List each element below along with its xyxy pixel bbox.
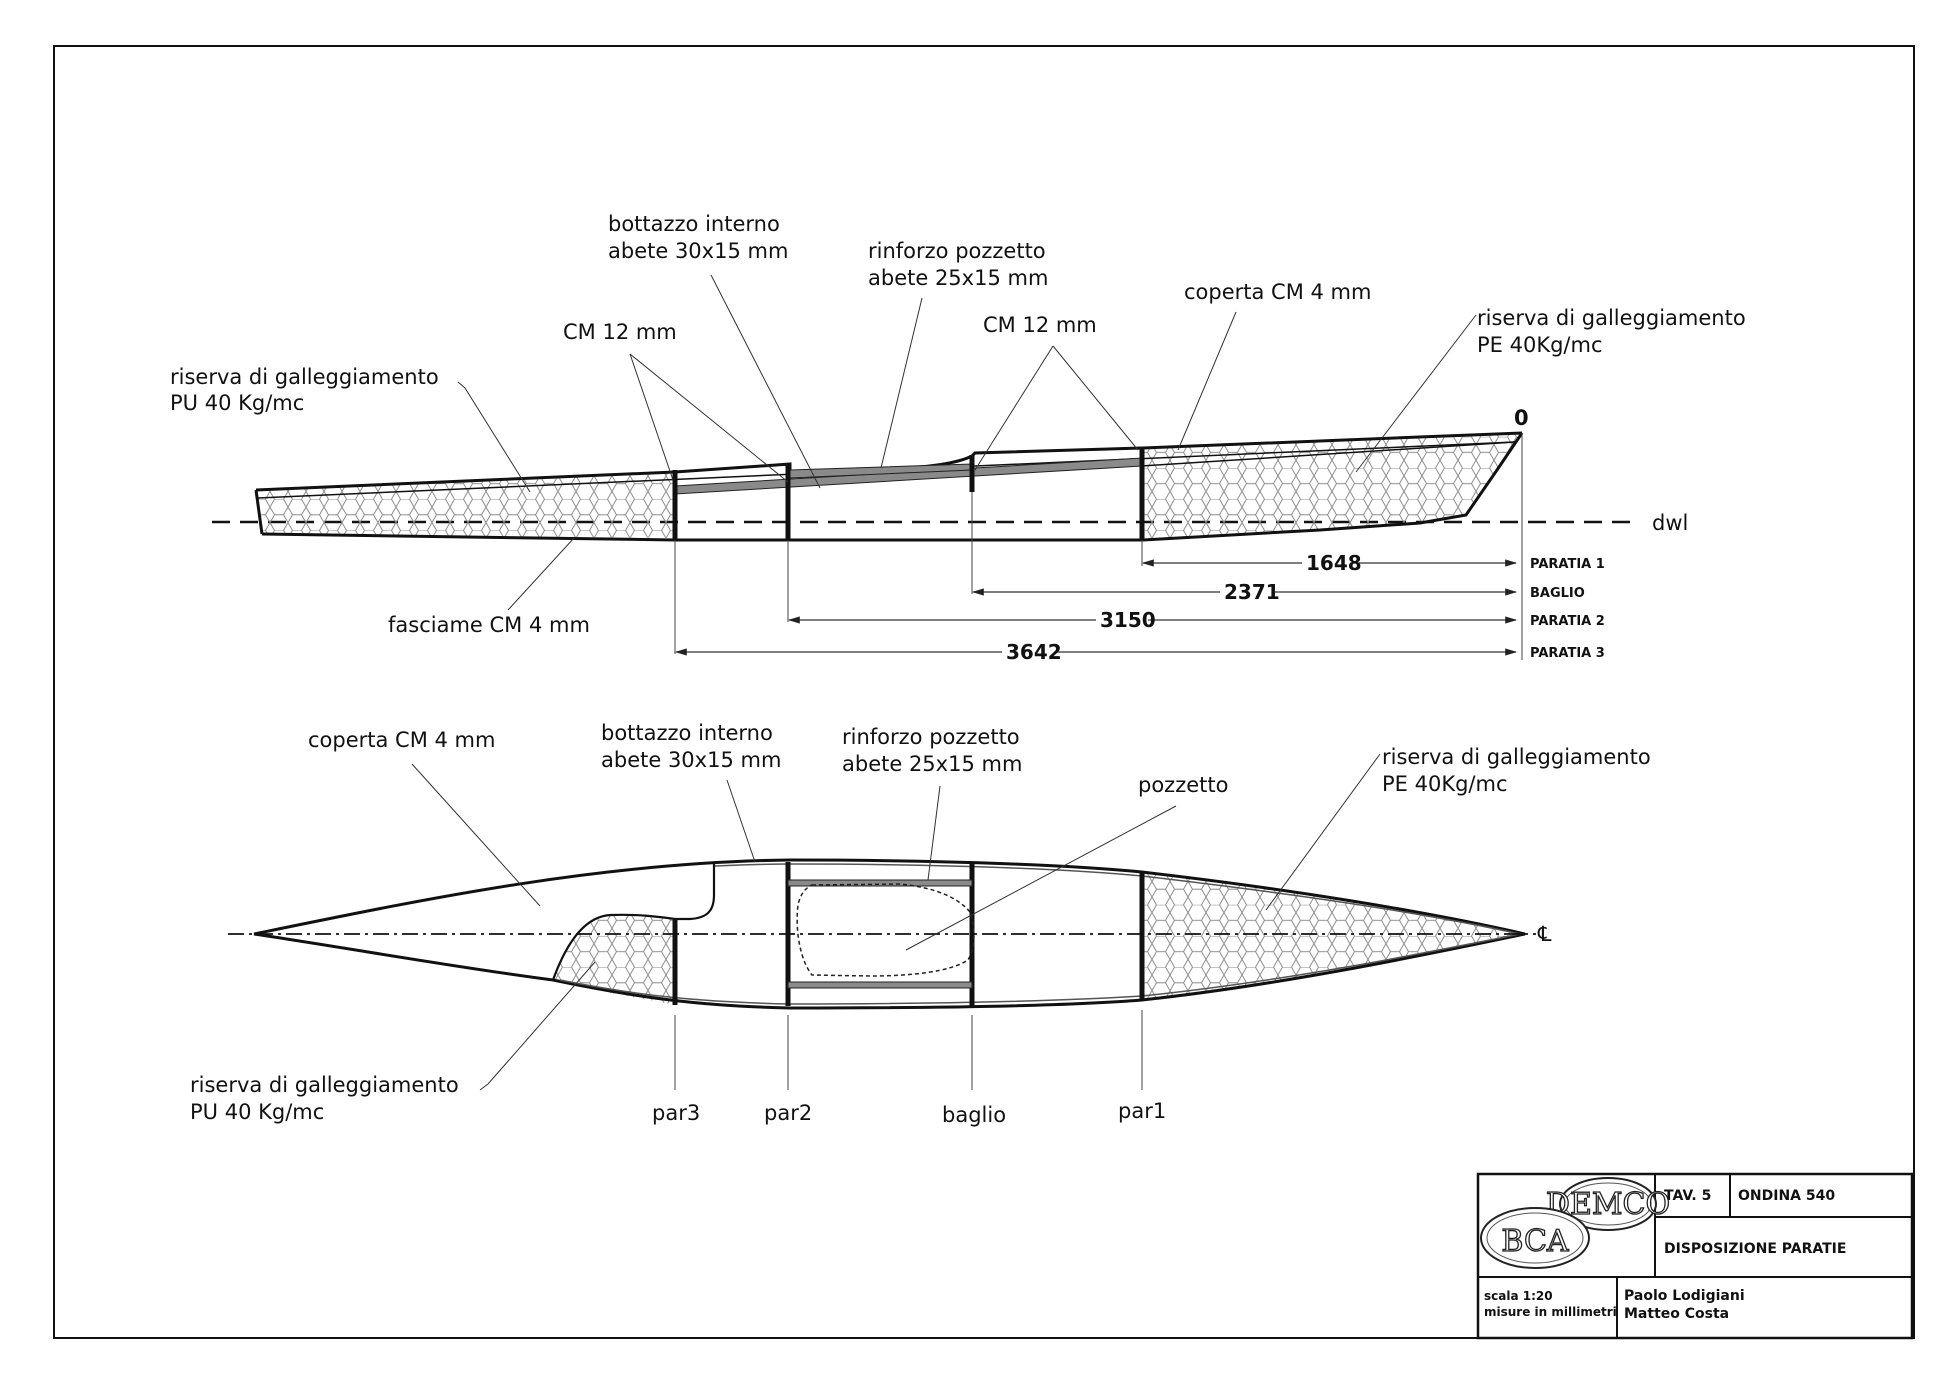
plan-hull-inner-lower xyxy=(559,933,1521,1005)
units-text: misure in millimetri xyxy=(1484,1305,1617,1319)
plan-pozzetto-label: pozzetto xyxy=(1138,773,1228,797)
station-par1: par1 xyxy=(1118,1099,1166,1123)
sheet-number: TAV. 5 xyxy=(1664,1188,1711,1204)
station-label-paratia-2: PARATIA 2 xyxy=(1530,614,1605,629)
profile-bottazzo-label-1: bottazzo interno xyxy=(608,212,780,236)
plan-aft-foam-block xyxy=(553,915,675,1005)
dimension-value-1648: 1648 xyxy=(1306,551,1362,575)
origin-label: 0 xyxy=(1514,406,1529,430)
dimension-value-2371: 2371 xyxy=(1224,580,1280,604)
forward-foam-block xyxy=(1142,433,1522,540)
plan-fwd-foam-label-2: PE 40Kg/mc xyxy=(1382,772,1508,796)
plan-forward-foam-block xyxy=(1142,872,1520,1000)
dimension-value-3642: 3642 xyxy=(1006,640,1062,664)
plan-aft-foam-label-2: PU 40 Kg/mc xyxy=(190,1100,324,1124)
plan-bottazzo-label-1: bottazzo interno xyxy=(601,721,773,745)
profile-aft-foam-label-2: PU 40 Kg/mc xyxy=(170,391,304,415)
profile-view: dwl 1648 2 xyxy=(170,212,1746,664)
cockpit-outline xyxy=(796,883,975,977)
profile-fwd-foam-label-1: riserva di galleggiamento xyxy=(1477,306,1746,330)
plan-aft-foam-label-1: riserva di galleggiamento xyxy=(190,1073,459,1097)
svg-text:DEMCO: DEMCO xyxy=(1546,1187,1670,1222)
profile-cm12-left-label: CM 12 mm xyxy=(563,320,677,344)
leader-fwd-foam xyxy=(1355,314,1477,473)
leader-aft-foam xyxy=(457,381,531,493)
plan-fwd-foam-label-1: riserva di galleggiamento xyxy=(1382,745,1651,769)
centerline-symbol: ℄ xyxy=(1537,922,1552,946)
plan-hull-upper xyxy=(253,858,1526,936)
profile-fwd-foam-label-2: PE 40Kg/mc xyxy=(1477,333,1603,357)
leader-rinforzo xyxy=(880,297,923,469)
profile-fasciame-label: fasciame CM 4 mm xyxy=(388,613,590,637)
leader-plan-fwd-foam xyxy=(1265,753,1381,911)
cockpit-coaming-cut xyxy=(551,864,716,981)
leader-coperta xyxy=(1177,311,1237,451)
plan-coperta-label: coperta CM 4 mm xyxy=(308,728,495,752)
leader-plan-aft-foam xyxy=(479,961,596,1091)
station-label-paratia-3: PARATIA 3 xyxy=(1530,646,1605,661)
plan-rinforzo-upper xyxy=(787,879,973,887)
leader-plan-pozzetto xyxy=(905,805,1177,951)
demco-logo: DEMCO xyxy=(1545,1177,1671,1231)
author-1: Paolo Lodigiani xyxy=(1624,1288,1745,1304)
leader-plan-bottazzo xyxy=(726,779,756,863)
station-baglio: baglio xyxy=(942,1103,1006,1127)
author-2: Matteo Costa xyxy=(1624,1306,1729,1322)
profile-keel-line xyxy=(261,432,1524,542)
station-par2: par2 xyxy=(764,1101,812,1125)
leader-plan-rinforzo xyxy=(927,785,941,881)
drawing-title: DISPOSIZIONE PARATIE xyxy=(1664,1241,1846,1257)
project-name: ONDINA 540 xyxy=(1738,1188,1835,1204)
plan-bottazzo-label-2: abete 30x15 mm xyxy=(601,748,781,772)
profile-coperta-label: coperta CM 4 mm xyxy=(1184,280,1371,304)
svg-text:BCA: BCA xyxy=(1501,1224,1569,1259)
station-label-paratia-1: PARATIA 1 xyxy=(1530,557,1605,572)
plan-view: ℄ par3 par2 baglio par1 coperta CM 4 mm … xyxy=(190,721,1651,1127)
title-block: DEMCO BCA TAV. 5 ONDINA 540 DISPOSIZIONE… xyxy=(1476,1172,1914,1340)
forward-deck-line xyxy=(1141,441,1516,467)
leader-cm12-right xyxy=(974,345,1139,471)
profile-rinforzo-label-1: rinforzo pozzetto xyxy=(868,239,1046,263)
leader-fasciame xyxy=(507,537,575,611)
profile-rinforzo-label-2: abete 25x15 mm xyxy=(868,266,1048,290)
plan-rinforzo-label-2: abete 25x15 mm xyxy=(842,752,1022,776)
aft-foam-block xyxy=(256,472,675,538)
plan-hull-lower xyxy=(253,932,1526,1010)
dimension-value-3150: 3150 xyxy=(1100,608,1156,632)
waterline-label: dwl xyxy=(1652,511,1688,535)
plan-rinforzo-label-1: rinforzo pozzetto xyxy=(842,725,1020,749)
station-label-baglio: BAGLIO xyxy=(1530,586,1585,601)
sheet-border xyxy=(53,45,1915,1339)
scale-text: scala 1:20 xyxy=(1484,1289,1553,1303)
bca-logo: BCA xyxy=(1480,1207,1590,1269)
leader-bottazzo xyxy=(710,274,821,489)
leader-cm12-left xyxy=(629,353,789,483)
leader-plan-coperta xyxy=(411,763,541,907)
profile-bottazzo-label-2: abete 30x15 mm xyxy=(608,239,788,263)
plan-rinforzo-lower xyxy=(787,981,973,989)
transom xyxy=(254,489,264,535)
station-par3: par3 xyxy=(652,1101,700,1125)
profile-cm12-right-label: CM 12 mm xyxy=(983,313,1097,337)
profile-aft-foam-label-1: riserva di galleggiamento xyxy=(170,365,439,389)
